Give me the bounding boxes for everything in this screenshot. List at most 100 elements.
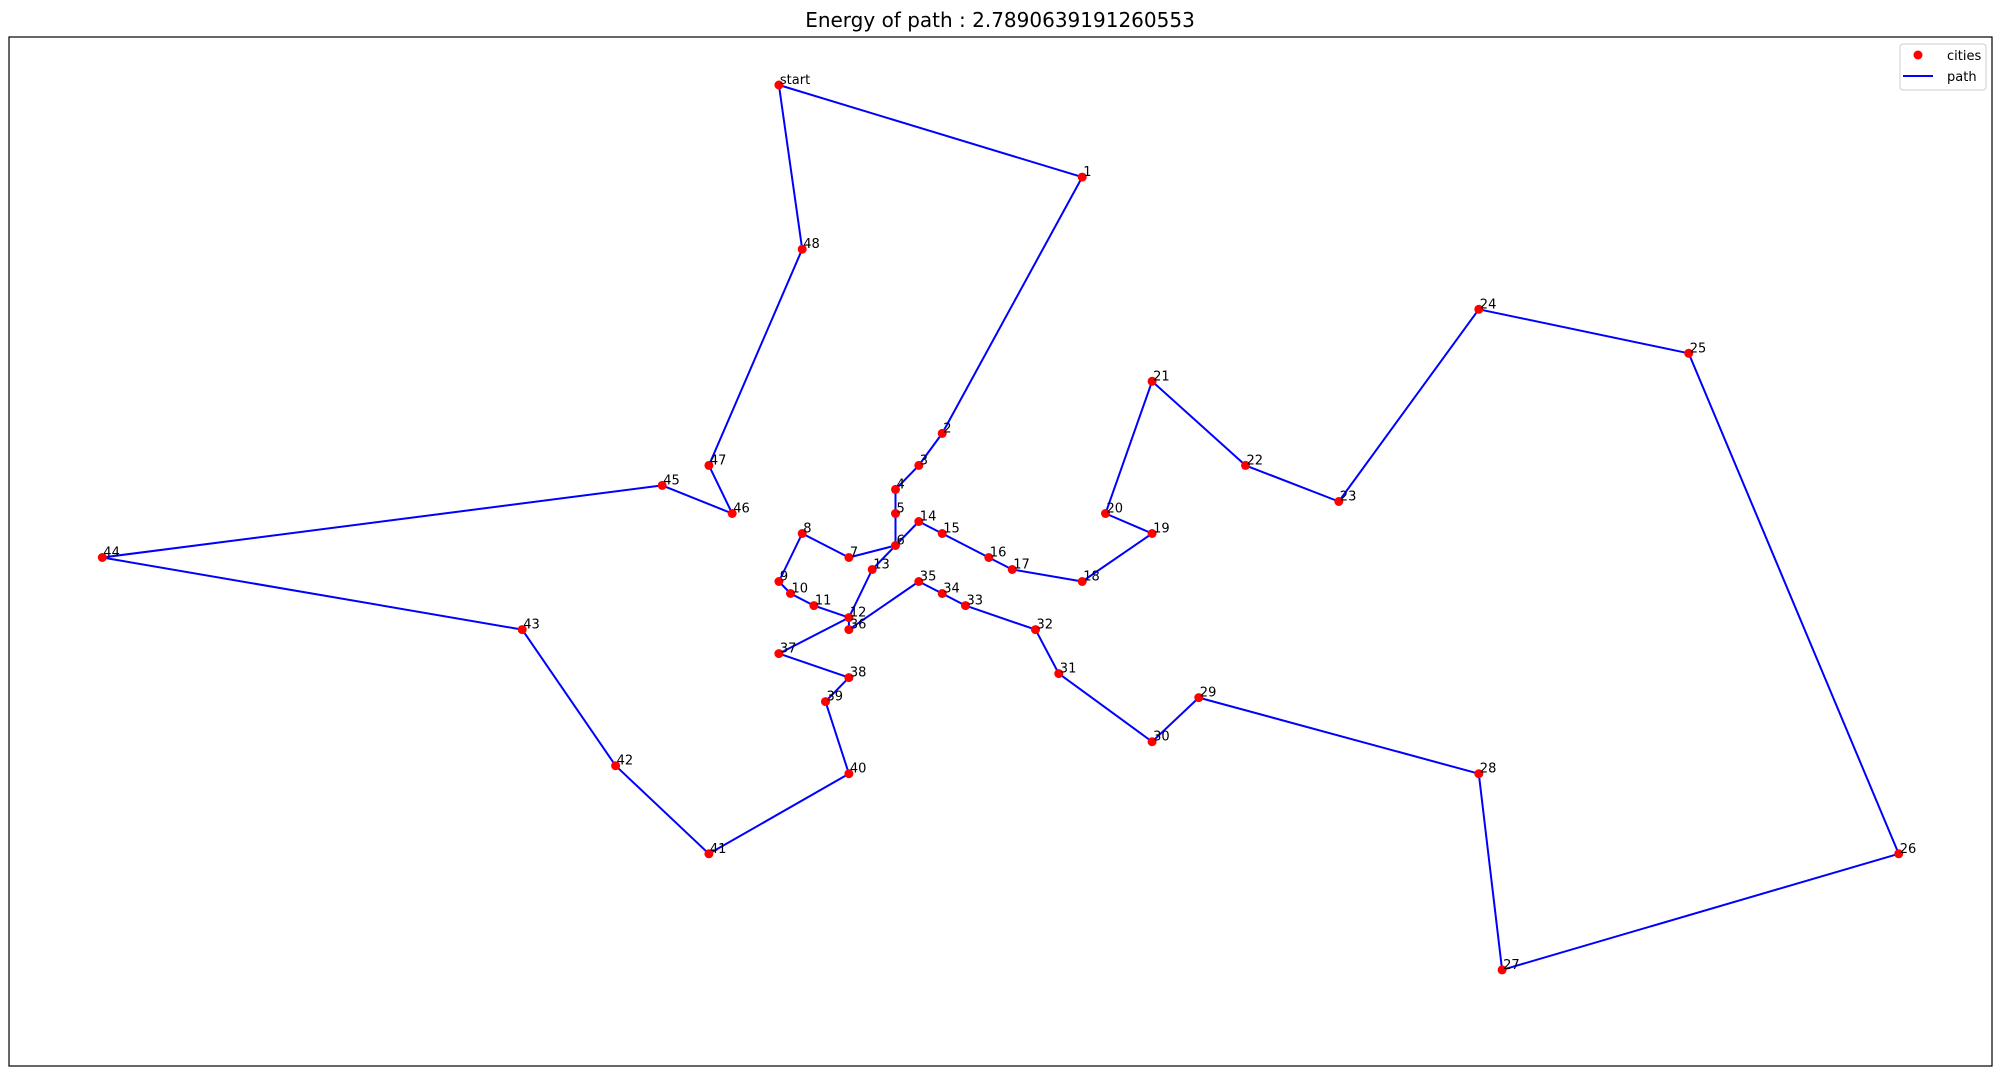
city-point: [1334, 497, 1344, 506]
city-point: [937, 428, 947, 438]
path-line: [101, 84, 1900, 971]
city-label: 10: [792, 582, 809, 597]
city-label: 11: [815, 594, 832, 609]
city-point: [704, 849, 714, 859]
cities-series: [97, 80, 1904, 975]
city-point: [844, 613, 854, 623]
city-point: [1031, 625, 1040, 635]
city-point: [821, 697, 830, 707]
city-point: [844, 673, 854, 683]
city-label: 20: [1107, 502, 1124, 517]
legend-path-label: path: [1947, 70, 1977, 85]
city-label: 9: [780, 570, 788, 585]
city-label: 40: [850, 762, 867, 777]
city-point: [914, 460, 924, 470]
city-label: 35: [920, 570, 937, 585]
city-point: [1101, 509, 1110, 518]
city-label: 18: [1083, 570, 1100, 585]
city-point: [611, 761, 621, 771]
path-series: [101, 84, 1900, 971]
city-label: 7: [850, 546, 858, 561]
city-label: 39: [827, 690, 844, 705]
city-point: [774, 649, 784, 659]
city-point: [844, 769, 854, 779]
city-point: [1054, 669, 1064, 679]
city-point: [1077, 577, 1087, 586]
city-point: [1194, 693, 1204, 703]
city-label: 29: [1200, 686, 1217, 701]
city-label: 30: [1153, 730, 1170, 745]
city-point: [891, 541, 900, 550]
city-point: [844, 625, 854, 635]
city-point: [867, 565, 877, 574]
city-label: 23: [1340, 490, 1357, 505]
city-label: 26: [1900, 842, 1917, 857]
city-label: 1: [1083, 165, 1091, 180]
city-label: 44: [103, 546, 120, 561]
city-point: [1497, 965, 1507, 975]
city-point: [1474, 304, 1484, 314]
city-point: [809, 601, 819, 611]
city-label: 41: [710, 842, 727, 857]
city-label: 38: [850, 666, 867, 681]
city-label: 19: [1153, 522, 1170, 537]
city-point: [97, 553, 107, 562]
city-label: 46: [733, 502, 750, 517]
city-point: [786, 589, 795, 598]
city-label: 28: [1480, 762, 1497, 777]
city-point: [844, 553, 854, 562]
city-label: 17: [1013, 558, 1030, 573]
city-point: [937, 589, 947, 598]
city-label: 22: [1247, 453, 1264, 468]
city-point: [937, 529, 947, 538]
city-label: 8: [803, 522, 811, 537]
city-point: [914, 517, 924, 526]
city-point: [797, 529, 807, 538]
city-label: 43: [523, 618, 540, 633]
city-point: [1147, 529, 1157, 538]
city-label: 42: [617, 754, 634, 769]
city-point: [657, 480, 667, 490]
legend-cities-label: cities: [1947, 49, 1981, 64]
city-label: 32: [1037, 618, 1054, 633]
axes-frame: [8, 36, 1993, 1067]
city-label: 21: [1153, 369, 1170, 384]
city-label: 15: [943, 522, 960, 537]
city-label: 31: [1060, 662, 1077, 677]
city-label: 34: [943, 582, 960, 597]
city-point: [774, 80, 784, 90]
city-label: 5: [897, 502, 905, 517]
city-label: 14: [920, 510, 937, 525]
city-label: 45: [663, 473, 680, 488]
city-point: [961, 601, 970, 611]
city-point: [914, 577, 924, 586]
city-point: [1147, 737, 1157, 747]
city-label: 33: [967, 594, 984, 609]
city-label: 27: [1503, 958, 1520, 973]
city-point: [517, 625, 527, 635]
city-label: 37: [780, 642, 797, 657]
city-label: 4: [897, 477, 905, 492]
city-label: 48: [803, 237, 820, 252]
city-label: 12: [850, 606, 867, 621]
city-point: [1684, 348, 1694, 358]
city-point: [891, 509, 900, 518]
city-label: 47: [710, 453, 727, 468]
city-label: start: [780, 73, 810, 88]
legend-cities-marker: [1913, 50, 1923, 60]
city-point: [891, 484, 900, 494]
city-point: [1894, 849, 1904, 859]
city-point: [1007, 565, 1017, 574]
city-label: 36: [850, 618, 867, 633]
city-point: [1147, 376, 1157, 386]
city-point: [1077, 172, 1087, 182]
city-point: [797, 244, 807, 254]
city-label: 2: [943, 421, 951, 436]
city-label: 3: [920, 453, 928, 468]
city-point: [1474, 769, 1484, 779]
city-label: 16: [990, 546, 1007, 561]
city-label: 6: [897, 534, 905, 549]
city-point: [727, 509, 737, 518]
city-labels: start12345678910111213141516171819202122…: [103, 73, 1916, 973]
city-point: [984, 553, 994, 562]
